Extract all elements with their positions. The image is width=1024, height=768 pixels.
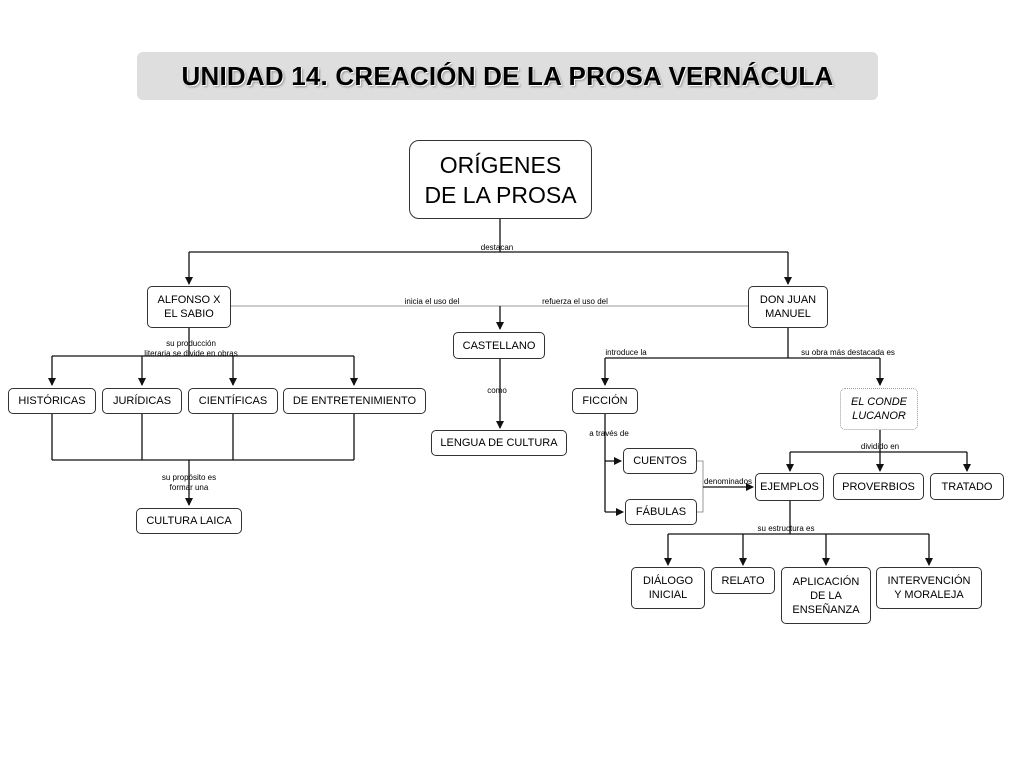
node-ficcion-label: FICCIÓN [582, 395, 628, 407]
node-don-juan-label: DON JUAN MANUEL [759, 294, 817, 320]
node-fabulas[interactable]: FÁBULAS [625, 499, 697, 525]
label-inicia: inicia el uso del [404, 297, 460, 306]
node-castellano-label: CASTELLANO [462, 339, 536, 352]
node-relato-label: RELATO [721, 574, 765, 587]
label-proposito: su propósito es formar una [161, 473, 217, 492]
node-ejemplos[interactable]: EJEMPLOS [755, 473, 824, 501]
node-historicas[interactable]: HISTÓRICAS [8, 388, 96, 414]
node-entretenimiento-label: DE ENTRETENIMIENTO [292, 395, 417, 407]
label-destacan: destacan [480, 243, 514, 252]
label-como: como [487, 386, 507, 395]
node-aplicacion[interactable]: APLICACIÓN DE LA ENSEÑANZA [781, 567, 871, 624]
label-denominados: denominados [703, 477, 753, 486]
node-cuentos[interactable]: CUENTOS [623, 448, 697, 474]
node-ejemplos-label: EJEMPLOS [760, 481, 819, 493]
node-origenes[interactable]: ORÍGENES DE LA PROSA [409, 140, 592, 219]
node-proverbios-label: PROVERBIOS [842, 480, 915, 493]
node-origenes-label: ORÍGENES DE LA PROSA [424, 151, 577, 208]
node-intervencion[interactable]: INTERVENCIÓN Y MORALEJA [876, 567, 982, 609]
node-proverbios[interactable]: PROVERBIOS [833, 473, 924, 500]
label-obra-destacada: su obra más destacada es [801, 348, 895, 357]
label-estructura: su estructura es [757, 524, 815, 533]
node-ficcion[interactable]: FICCIÓN [572, 388, 638, 414]
node-juridicas-label: JURÍDICAS [112, 395, 172, 407]
node-cultura-laica[interactable]: CULTURA LAICA [136, 508, 242, 534]
node-castellano[interactable]: CASTELLANO [453, 332, 545, 359]
node-intervencion-label: INTERVENCIÓN Y MORALEJA [887, 575, 971, 601]
label-refuerza: refuerza el uso del [542, 297, 608, 306]
node-cuentos-label: CUENTOS [633, 455, 687, 467]
page-title: UNIDAD 14. CREACIÓN DE LA PROSA VERNÁCUL… [181, 60, 834, 91]
node-cientificas[interactable]: CIENTÍFICAS [188, 388, 278, 414]
node-dialogo-label: DIÁLOGO INICIAL [642, 575, 694, 601]
node-juridicas[interactable]: JURÍDICAS [102, 388, 182, 414]
node-aplicacion-label: APLICACIÓN DE LA ENSEÑANZA [792, 575, 860, 616]
node-lengua-cultura[interactable]: LENGUA DE CULTURA [431, 430, 567, 456]
node-lengua-cultura-label: LENGUA DE CULTURA [440, 437, 558, 449]
node-cientificas-label: CIENTÍFICAS [198, 395, 268, 407]
label-produccion: su producción literaria se divide en obr… [144, 339, 238, 358]
node-conde-lucanor[interactable]: EL CONDE LUCANOR [840, 388, 918, 430]
node-cultura-laica-label: CULTURA LAICA [146, 515, 232, 527]
node-don-juan[interactable]: DON JUAN MANUEL [748, 286, 828, 328]
node-entretenimiento[interactable]: DE ENTRETENIMIENTO [283, 388, 426, 414]
node-alfonso-label: ALFONSO X EL SABIO [157, 294, 221, 320]
node-tratado[interactable]: TRATADO [930, 473, 1004, 500]
node-historicas-label: HISTÓRICAS [18, 395, 86, 407]
label-dividido: dividido en [860, 442, 900, 451]
node-fabulas-label: FÁBULAS [635, 506, 687, 518]
node-alfonso[interactable]: ALFONSO X EL SABIO [147, 286, 231, 328]
node-dialogo[interactable]: DIÁLOGO INICIAL [631, 567, 705, 609]
label-a-traves: a través de [589, 429, 629, 438]
label-introduce: introduce la [605, 348, 647, 357]
node-relato[interactable]: RELATO [711, 567, 775, 594]
node-conde-lucanor-label: EL CONDE LUCANOR [850, 396, 908, 422]
title-banner: UNIDAD 14. CREACIÓN DE LA PROSA VERNÁCUL… [137, 52, 878, 100]
node-tratado-label: TRATADO [941, 480, 993, 493]
